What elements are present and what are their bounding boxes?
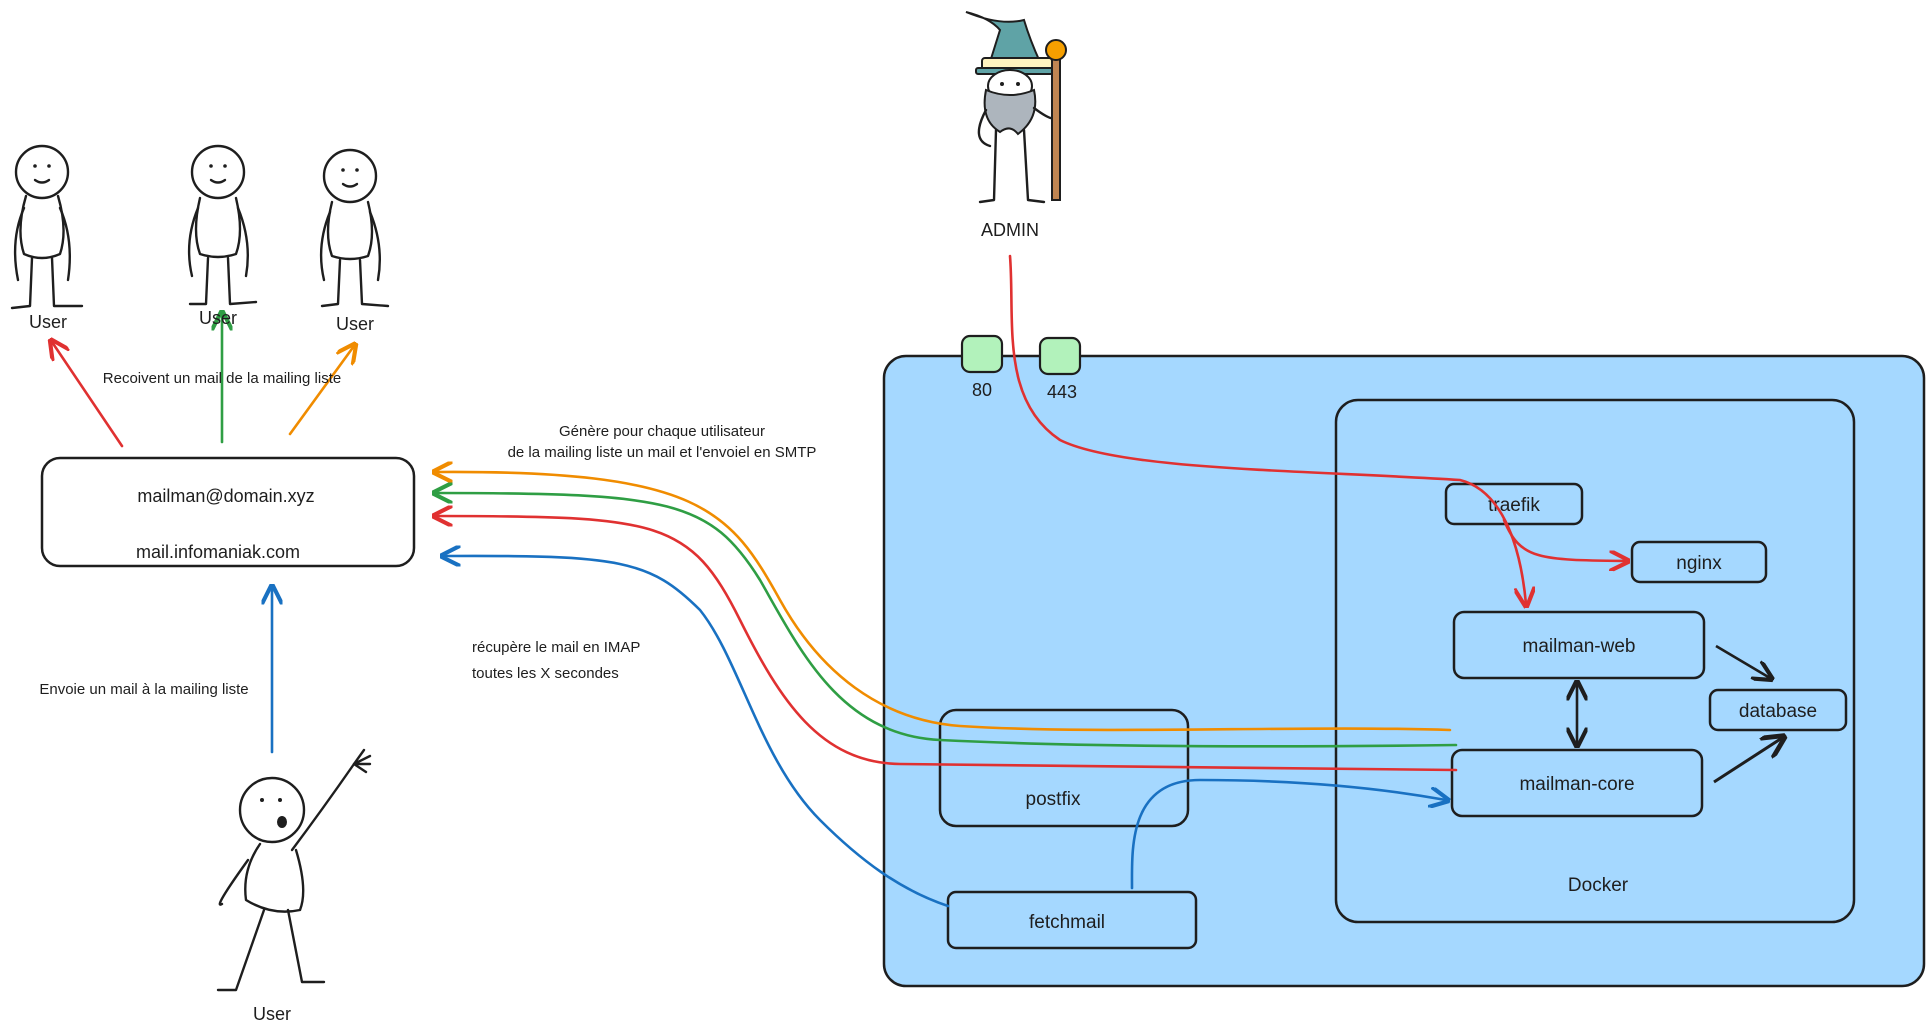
user-figure-2: User <box>187 144 258 328</box>
mailman-web-label: mailman-web <box>1523 636 1636 657</box>
mail-server-box: mailman@domain.xyz mail.infomaniak.com <box>40 456 416 568</box>
imap-note-line2: toutes les X secondes <box>472 665 619 682</box>
user-figure-1: User <box>10 144 84 332</box>
mail-server-host: mail.infomaniak.com <box>136 542 300 562</box>
red-smtp-flow <box>436 516 1458 772</box>
mailman-web-box: mailman-web <box>1452 610 1706 680</box>
mailman-core-box: mailman-core <box>1450 748 1704 818</box>
docker-container <box>1334 398 1856 924</box>
docker-host-area <box>882 354 1926 988</box>
port-80: 80 <box>960 334 1004 400</box>
database-box: database <box>1708 688 1848 732</box>
fetchmail-box: fetchmail <box>946 890 1198 950</box>
postfix-label: postfix <box>1026 789 1081 810</box>
core-to-database-arrow <box>1713 738 1782 784</box>
port-80-label: 80 <box>972 380 992 400</box>
mailman-core-label: mailman-core <box>1519 774 1634 795</box>
port-443-label: 443 <box>1047 382 1077 402</box>
sender-caption: Envoie un mail à la mailing liste <box>39 681 248 698</box>
red-to-user1-arrow <box>52 342 124 448</box>
smtp-note-line2: de la mailing liste un mail et l'envoiel… <box>508 444 817 461</box>
user-figure-3: User <box>319 148 390 334</box>
database-label: database <box>1739 701 1817 722</box>
traefik-to-nginx-flow <box>1502 518 1626 561</box>
traefik-box: traefik <box>1444 482 1584 526</box>
port-443: 443 <box>1038 336 1082 402</box>
smtp-note-line1: Génère pour chaque utilisateur <box>559 423 765 440</box>
orange-to-user3-arrow <box>288 346 354 436</box>
green-smtp-flow <box>436 493 1458 748</box>
users-caption: Recoivent un mail de la mailing liste <box>103 370 341 387</box>
sender-label: User <box>253 1004 291 1024</box>
wizard-icon <box>965 11 1067 204</box>
stick-figure-icon <box>187 144 258 306</box>
imap-note-line1: récupère le mail en IMAP <box>472 639 640 656</box>
fetchmail-to-core-flow <box>1130 778 1446 890</box>
web-to-database-arrow <box>1715 644 1770 678</box>
orange-smtp-flow <box>436 472 1452 732</box>
fetchmail-label: fetchmail <box>1029 912 1105 933</box>
blue-imap-flow <box>444 556 950 908</box>
traefik-label: traefik <box>1488 495 1540 516</box>
docker-label: Docker <box>1568 875 1629 896</box>
stick-figure-icon <box>10 144 84 310</box>
admin-label: ADMIN <box>981 220 1039 240</box>
surprised-stick-figure-icon <box>216 748 372 992</box>
stick-figure-icon <box>319 148 390 308</box>
mail-server-address: mailman@domain.xyz <box>137 486 314 506</box>
nginx-label: nginx <box>1676 553 1722 574</box>
user-1-label: User <box>29 312 67 332</box>
user-2-label: User <box>199 308 237 328</box>
user-3-label: User <box>336 314 374 334</box>
admin-figure: ADMIN <box>965 11 1067 240</box>
admin-flow <box>1008 254 1526 604</box>
sender-user-figure: User <box>216 748 372 1024</box>
nginx-box: nginx <box>1630 540 1768 584</box>
